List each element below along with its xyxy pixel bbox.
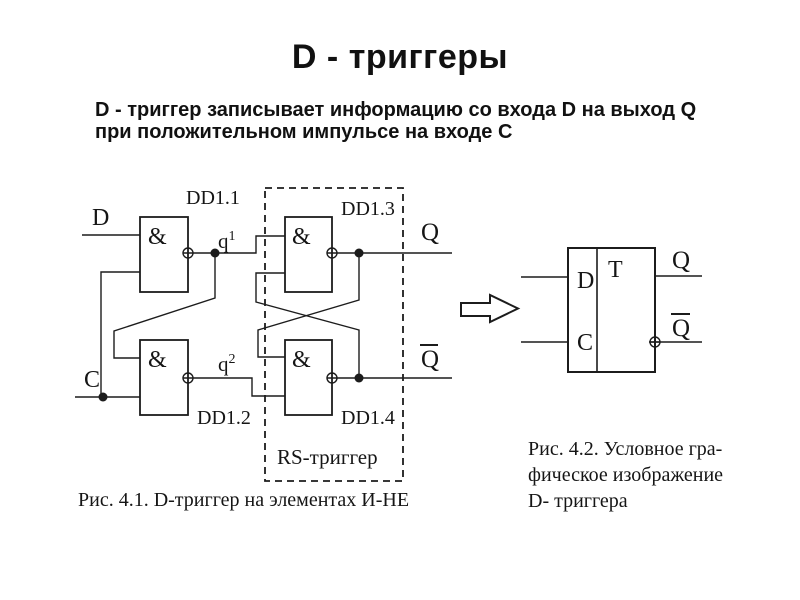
label-c-input: C: [84, 367, 100, 393]
label-qbar-pin: Q: [672, 315, 690, 342]
label-q-pin: Q: [672, 247, 690, 274]
page-title: D - триггеры: [291, 38, 509, 76]
junction-dot-c: [98, 392, 108, 402]
and-symbol-dd12: &: [148, 347, 167, 373]
label-dd11: DD1.1: [186, 187, 240, 209]
label-q2: q2: [218, 352, 236, 376]
label-dd12: DD1.2: [197, 407, 251, 429]
inversion-bubble-dd12: [182, 372, 194, 384]
label-q1: q1: [218, 229, 236, 253]
label-d-pin: D: [577, 268, 594, 294]
and-symbol-dd14: &: [292, 347, 311, 373]
junction-dot-qbar: [354, 373, 364, 383]
figure2-caption-line2: фическое изображение: [528, 464, 724, 486]
wire-c-to-dd11: [100, 271, 140, 397]
subtitle: D - триггер записывает информацию со вхо…: [95, 99, 735, 143]
label-t-type: T: [608, 257, 623, 283]
figure1-caption: Рис. 4.1. D-триггер на элементах И-НЕ: [78, 489, 410, 511]
inversion-bubble-dd13: [326, 247, 338, 259]
figure2-caption-line3: D- триггера: [528, 490, 628, 512]
inversion-bubble-dd14: [326, 372, 338, 384]
nand-gate-dd11: [139, 216, 189, 293]
label-dd14: DD1.4: [341, 407, 395, 429]
inversion-bubble-symbol: [649, 336, 661, 348]
wire-dd14-to-dd13: [255, 272, 360, 378]
nand-gate-dd14: [284, 339, 333, 416]
label-q-output: Q: [421, 219, 439, 246]
wire-q1-to-dd12: [113, 253, 216, 359]
figure1-circuit: & & & & D C Q Q q1 q2 DD1.1 DD1.3: [75, 187, 452, 482]
label-qbar-output: Q: [421, 346, 439, 373]
wire-dd13-to-dd14: [257, 253, 360, 358]
label-rs-trigger: RS-триггер: [277, 445, 378, 469]
figure2-symbol: D C T Q Q: [521, 247, 702, 373]
figure2-caption: Рис. 4.2. Условное гра- фическое изображ…: [528, 436, 768, 514]
nand-gate-dd13: [284, 216, 333, 293]
subtitle-line2: при положительном импульсе на входе C: [95, 121, 513, 143]
and-symbol-dd11: &: [148, 224, 167, 250]
wire-q2-to-dd14: [183, 377, 285, 397]
label-d-input: D: [92, 205, 109, 231]
subtitle-line1: D - триггер записывает информацию со вхо…: [95, 99, 697, 121]
junction-dot-q1: [210, 248, 220, 258]
nand-gate-dd12: [139, 339, 189, 416]
label-c-pin: C: [577, 330, 593, 356]
junction-dot-q: [354, 248, 364, 258]
trigger-body: [567, 247, 656, 373]
label-dd13: DD1.3: [341, 198, 395, 220]
right-block-arrow-icon: [460, 293, 521, 324]
inversion-bubble-dd11: [182, 247, 194, 259]
and-symbol-dd13: &: [292, 224, 311, 250]
figure2-caption-line1: Рис. 4.2. Условное гра-: [528, 438, 723, 460]
